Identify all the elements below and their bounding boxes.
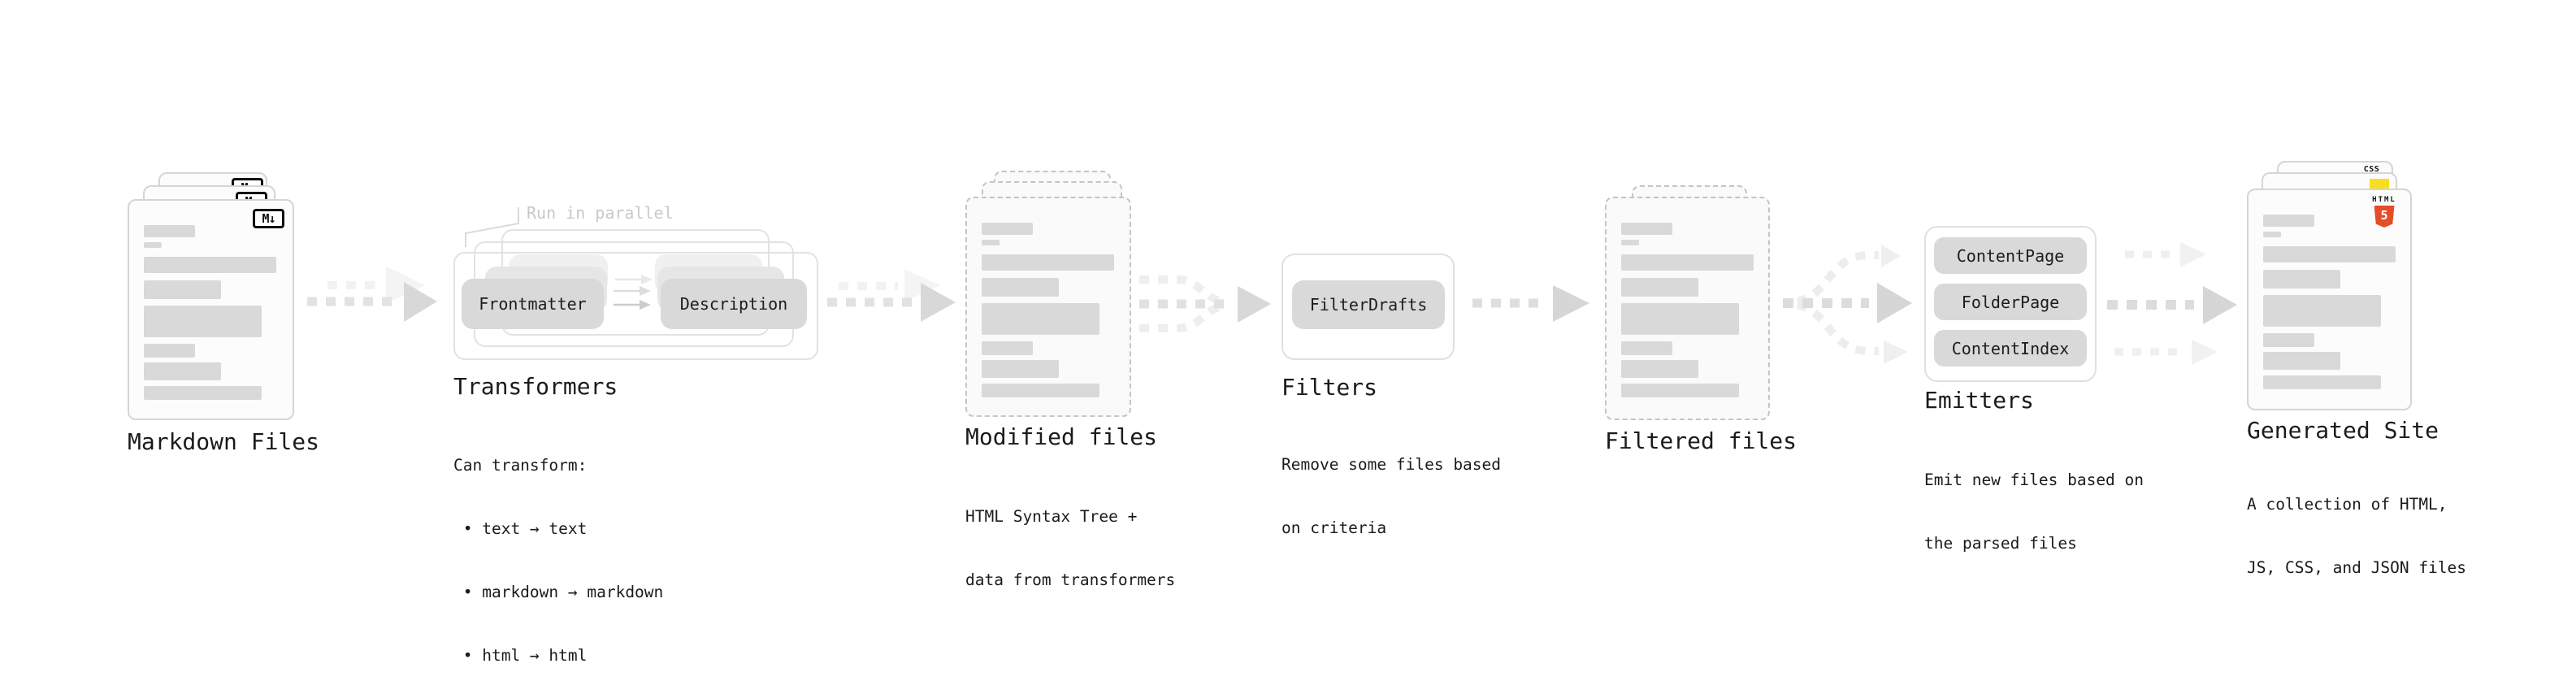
transformer-frontmatter-pill: Frontmatter <box>462 279 604 329</box>
desc-line: Can transform: <box>453 456 588 475</box>
stage-title-filters: Filters <box>1281 374 1378 401</box>
desc-line: JS, CSS, and JSON files <box>2247 558 2467 577</box>
desc-line: • text → text <box>453 519 588 538</box>
stage-title-transformers: Transformers <box>453 373 618 400</box>
desc-line: on criteria <box>1281 518 1387 537</box>
arrow-emitters-to-generated <box>2107 242 2237 365</box>
desc-line: • markdown → markdown <box>453 583 664 601</box>
stage-title-generated: Generated Site <box>2247 417 2439 444</box>
stage-title-emitters: Emitters <box>1924 387 2034 414</box>
arrow-modified-to-filters <box>1139 275 1271 332</box>
arrow-filters-to-filtered <box>1472 285 1589 322</box>
arrow-filtered-to-emitters <box>1783 245 1912 364</box>
html5-icon-label: HTML <box>2372 196 2396 204</box>
stage-desc-modified: HTML Syntax Tree + data from transformer… <box>965 464 1175 633</box>
emitter-folderpage-pill: FolderPage <box>1934 284 2087 320</box>
generated-file-card-html: HTML 5 <box>2247 189 2412 410</box>
stage-title-markdown: Markdown Files <box>128 428 320 455</box>
css-icon-label: CSS <box>2363 165 2380 174</box>
text-skeleton <box>144 201 307 400</box>
filter-drafts-pill: FilterDrafts <box>1292 280 1445 329</box>
desc-line: Emit new files based on <box>1924 471 2144 489</box>
emitter-contentpage-pill: ContentPage <box>1934 237 2087 274</box>
transformers-box-front <box>453 252 818 360</box>
filtered-file-card-front <box>1605 197 1770 420</box>
markdown-icon: M↓ <box>253 209 284 228</box>
stage-desc-transformers: Can transform: • text → text • markdown … <box>453 413 663 681</box>
transformer-description-pill: Description <box>661 279 807 329</box>
run-in-parallel-annotation: Run in parallel <box>527 203 674 223</box>
stage-desc-filters: Remove some files based on criteria <box>1281 412 1501 581</box>
emitter-contentindex-pill: ContentIndex <box>1934 330 2087 367</box>
stage-title-filtered: Filtered files <box>1605 427 1798 454</box>
desc-line: HTML Syntax Tree + <box>965 507 1138 526</box>
desc-line: data from transformers <box>965 570 1176 589</box>
desc-line: Remove some files based <box>1281 455 1502 474</box>
arrow-markdown-to-transformers <box>307 267 437 322</box>
html5-icon-shield: 5 <box>2374 206 2395 228</box>
markdown-file-card-front: M↓ <box>128 199 294 420</box>
text-skeleton <box>2263 190 2425 389</box>
text-skeleton <box>982 198 1144 397</box>
html5-icon: HTML 5 <box>2367 196 2401 228</box>
desc-line: A collection of HTML, <box>2247 495 2448 514</box>
text-skeleton <box>1621 198 1783 397</box>
desc-line: the parsed files <box>1924 534 2077 553</box>
desc-line: • html → html <box>453 646 588 665</box>
stage-title-modified: Modified files <box>965 423 1158 450</box>
modified-file-card-front <box>965 197 1131 417</box>
stage-desc-generated: A collection of HTML, JS, CSS, and JSON … <box>2247 452 2466 621</box>
stage-desc-emitters: Emit new files based on the parsed files <box>1924 427 2144 596</box>
arrow-transformers-to-modified <box>827 269 956 322</box>
js-icon <box>2370 179 2389 189</box>
